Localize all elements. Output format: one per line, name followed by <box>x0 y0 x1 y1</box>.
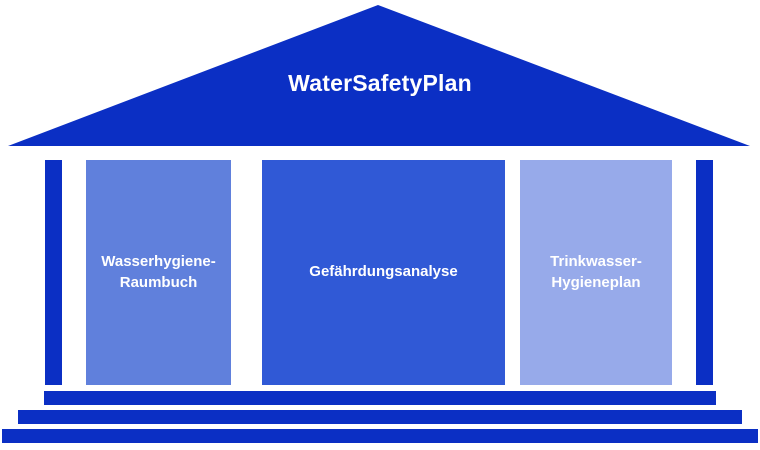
left-pillar <box>45 160 62 385</box>
column-trinkwasser-hygieneplan[interactable]: Trinkwasser- Hygieneplan <box>520 160 672 385</box>
column-gefaehrdungsanalyse[interactable]: Gefährdungsanalyse <box>262 160 505 385</box>
roof-shape: WaterSafetyPlan <box>0 0 760 150</box>
diagram-title: WaterSafetyPlan <box>288 70 472 96</box>
column-1-label: Wasserhygiene- Raumbuch <box>101 253 216 291</box>
column-wasserhygiene-raumbuch[interactable]: Wasserhygiene- Raumbuch <box>86 160 231 385</box>
base-step-middle <box>18 410 742 424</box>
column-3-label: Trinkwasser- Hygieneplan <box>550 253 642 291</box>
right-pillar <box>696 160 713 385</box>
column-2-label: Gefährdungsanalyse <box>309 263 458 281</box>
base-step-top <box>44 391 716 405</box>
base-step-bottom <box>2 429 758 443</box>
